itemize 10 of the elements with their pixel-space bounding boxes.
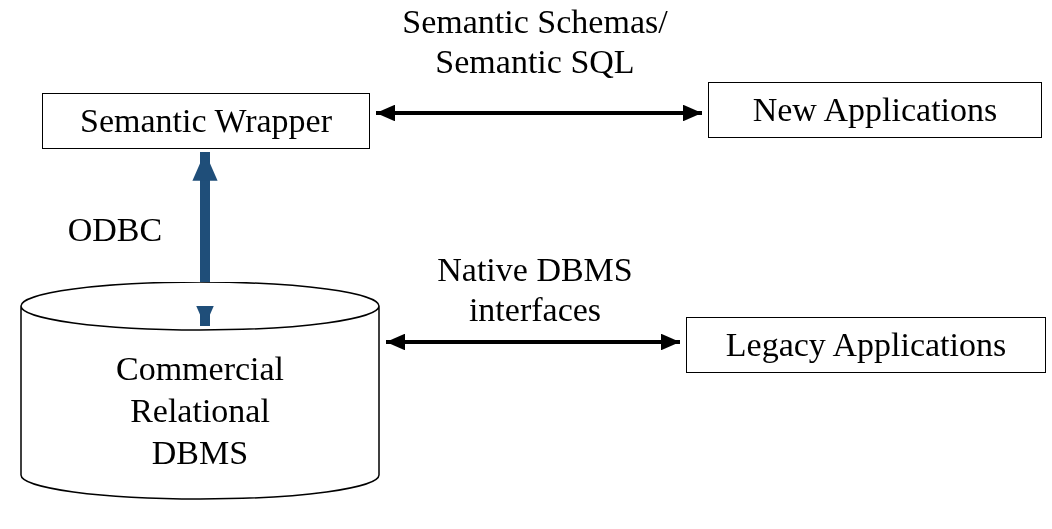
- double-arrow: [192, 152, 218, 326]
- node-label: Semantic Wrapper: [80, 101, 332, 141]
- process-box: [42, 93, 370, 149]
- process-box: [686, 317, 1046, 373]
- double-arrow: [386, 333, 680, 351]
- node-label: Legacy Applications: [725, 325, 1007, 365]
- double-arrow: [376, 104, 702, 122]
- process-box: [708, 82, 1042, 138]
- node-label: Commercial Relational DBMS: [114, 349, 286, 473]
- node-label: New Applications: [752, 90, 998, 130]
